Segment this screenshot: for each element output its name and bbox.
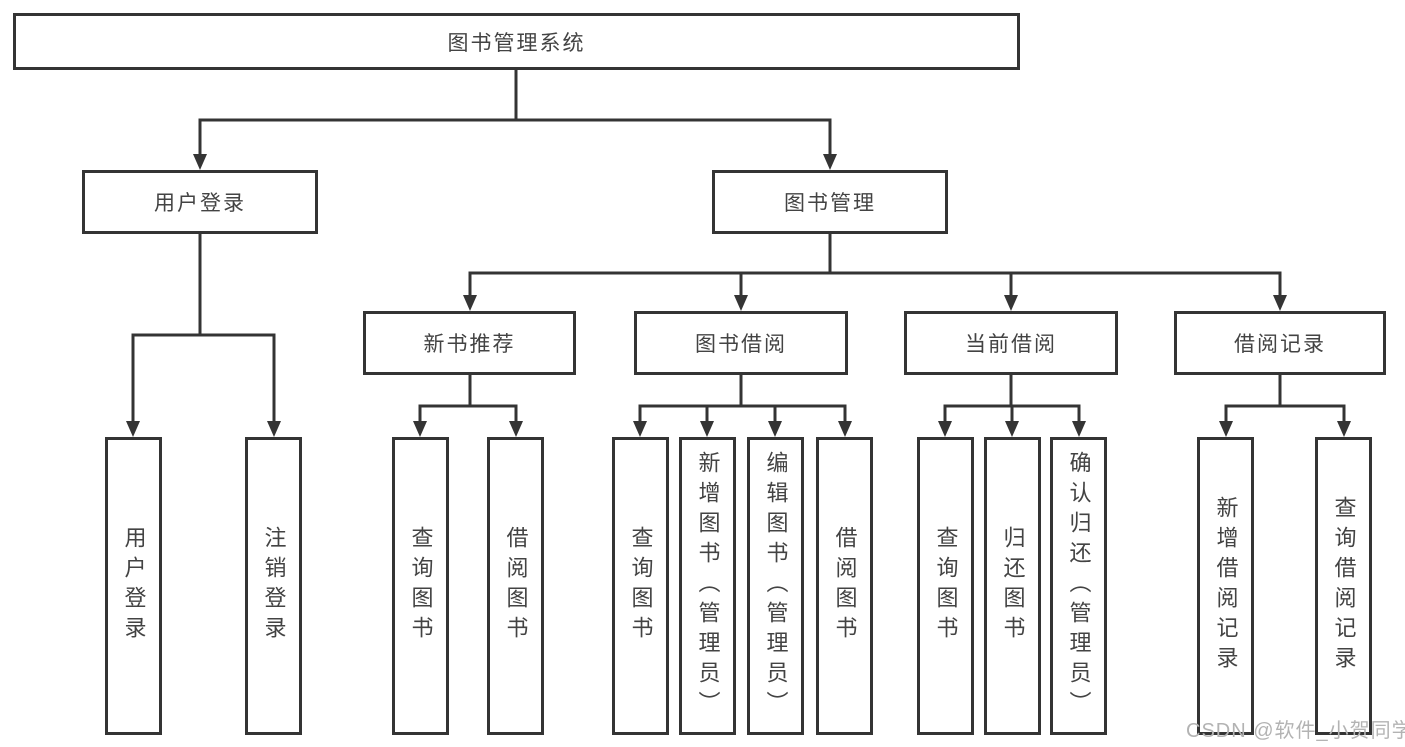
node-label: 当前借阅 <box>965 333 1057 356</box>
leaf-query-books-current: 查询图书 <box>917 437 974 735</box>
node-label: 查询借阅记录 <box>1331 496 1357 676</box>
node-label: 编辑图书（管理员） <box>763 451 789 721</box>
leaf-return-books: 归还图书 <box>984 437 1041 735</box>
node-label: 归还图书 <box>1000 526 1026 646</box>
node-new-book-recommend: 新书推荐 <box>363 311 576 375</box>
leaf-edit-books-admin: 编辑图书（管理员） <box>747 437 804 735</box>
leaf-logout: 注销登录 <box>245 437 302 735</box>
node-label: 查询图书 <box>408 526 434 646</box>
arrow-heads <box>126 154 1351 437</box>
leaf-borrow-books-recommend: 借阅图书 <box>487 437 544 735</box>
leaf-add-books-admin: 新增图书（管理员） <box>679 437 736 735</box>
node-book-management: 图书管理 <box>712 170 948 234</box>
leaf-query-borrow-record: 查询借阅记录 <box>1315 437 1372 735</box>
node-user-login: 用户登录 <box>82 170 318 234</box>
node-label: 图书管理 <box>784 192 876 215</box>
node-label: 图书借阅 <box>695 333 787 356</box>
node-library-management-system: 图书管理系统 <box>13 13 1020 70</box>
node-label: 借阅图书 <box>832 526 858 646</box>
node-book-borrow: 图书借阅 <box>634 311 848 375</box>
node-label: 用户登录 <box>154 192 246 215</box>
node-label: 借阅图书 <box>503 526 529 646</box>
node-label: 新增借阅记录 <box>1213 496 1239 676</box>
leaf-confirm-return-admin: 确认归还（管理员） <box>1050 437 1107 735</box>
node-label: 图书管理系统 <box>447 31 586 55</box>
node-label: 查询图书 <box>628 526 654 646</box>
node-label: 新增图书（管理员） <box>695 451 721 721</box>
node-label: 用户登录 <box>121 526 147 646</box>
node-label: 新书推荐 <box>423 333 516 356</box>
node-label: 确认归还（管理员） <box>1066 451 1092 721</box>
leaf-user-login: 用户登录 <box>105 437 162 735</box>
leaf-add-borrow-record: 新增借阅记录 <box>1197 437 1254 735</box>
node-current-borrow: 当前借阅 <box>904 311 1118 375</box>
node-label: 借阅记录 <box>1234 333 1326 356</box>
node-label: 注销登录 <box>261 526 287 646</box>
leaf-query-books-recommend: 查询图书 <box>392 437 449 735</box>
leaf-borrow-books: 借阅图书 <box>816 437 873 735</box>
csdn-watermark: CSDN @软件_小贺同学 <box>1186 720 1405 742</box>
node-label: 查询图书 <box>933 526 959 646</box>
leaf-query-books-borrow: 查询图书 <box>612 437 669 735</box>
node-borrow-record: 借阅记录 <box>1174 311 1386 375</box>
